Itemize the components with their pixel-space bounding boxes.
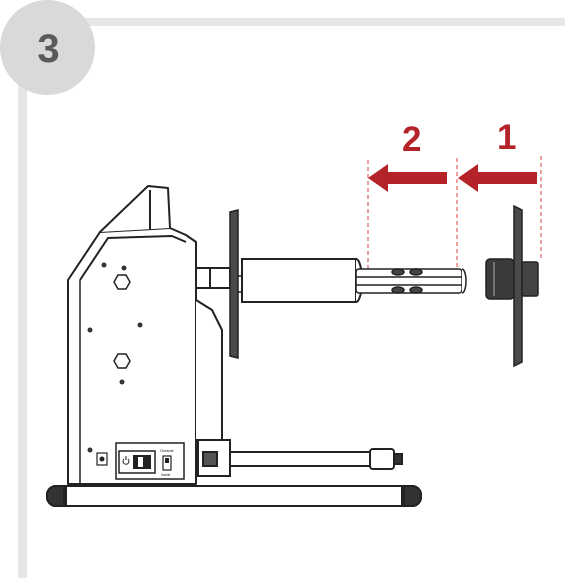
arrow-label-2: 2 xyxy=(402,120,422,159)
dashed-guides xyxy=(367,156,542,275)
switch-label: Outside xyxy=(160,448,175,453)
power-icon xyxy=(122,456,130,465)
outer-flange xyxy=(485,204,539,368)
toggle-switch-icon[interactable] xyxy=(133,455,151,469)
base-plate xyxy=(45,484,423,508)
arrow-2 xyxy=(368,164,447,192)
dc-jack-icon xyxy=(96,452,108,466)
spindle-extension xyxy=(355,268,467,294)
frame-left-border xyxy=(18,18,27,578)
spindle-shaft xyxy=(195,267,231,289)
arrow-label-1: 1 xyxy=(497,118,517,157)
arrow-1 xyxy=(458,164,537,192)
housing-screws xyxy=(87,262,143,453)
control-panel: Outside Inside xyxy=(96,442,185,480)
switch-sub-label: Inside xyxy=(161,473,170,477)
inner-flange xyxy=(229,209,243,359)
step-badge: 3 xyxy=(0,0,95,95)
label-core xyxy=(241,258,363,303)
tension-bar xyxy=(197,439,403,477)
frame-top-border xyxy=(18,18,565,26)
machine-housing xyxy=(67,185,223,485)
step-number: 3 xyxy=(37,27,60,71)
